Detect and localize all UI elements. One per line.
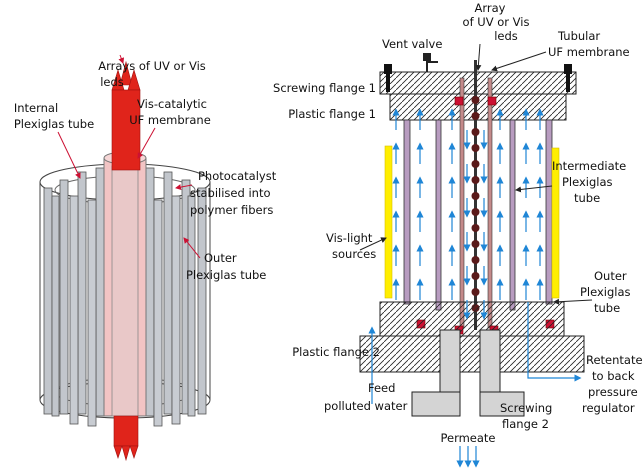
led-bead — [471, 240, 480, 248]
label-array-2: of UV or Vis — [463, 15, 530, 29]
label-outer-tube-1: Outer — [204, 251, 237, 265]
label-arrays-leds-1: Arrays of UV or Vis — [98, 59, 206, 73]
left-reactor-3d — [39, 60, 211, 462]
vent-valve[interactable] — [423, 53, 438, 72]
label-intermediate-1: Intermediate — [552, 159, 626, 173]
bolts-top — [384, 64, 572, 92]
label-outer-tube-2: Plexiglas tube — [186, 268, 266, 282]
label-outer-3: tube — [594, 301, 620, 315]
led-bead — [471, 112, 480, 120]
label-outer-1: Outer — [594, 269, 627, 283]
label-intermediate-2: Plexiglas — [562, 175, 613, 189]
led-arrays — [111, 60, 141, 462]
led-bead — [471, 96, 480, 104]
label-retentate-1: Retentate — [586, 353, 643, 367]
label-arrays-leds-2: leds — [100, 75, 124, 89]
photocatalyst-fiber-rods — [43, 167, 207, 417]
led-bead — [471, 224, 480, 232]
led-bead — [471, 144, 480, 152]
label-internal-tube-1: Internal — [14, 101, 58, 115]
led-bead — [471, 256, 480, 264]
label-screwing-flange-1: Screwing flange 1 — [273, 81, 376, 95]
label-permeate: Permeate — [440, 431, 495, 445]
front-rods — [69, 195, 181, 427]
internal-plexiglas-tube — [111, 165, 139, 417]
left-leader-arrows — [57, 54, 201, 259]
led-bead — [471, 176, 480, 184]
label-retentate-2: to back — [592, 369, 635, 383]
label-plastic-flange-2: Plastic flange 2 — [292, 345, 380, 359]
led-bead — [471, 288, 480, 296]
label-photocatalyst-2: stabilised into — [190, 186, 270, 200]
label-photocatalyst-1: Photocatalyst — [198, 169, 277, 183]
label-plastic-flange-1: Plastic flange 1 — [288, 107, 376, 121]
led-bead — [471, 208, 480, 216]
label-vis-light-2: sources — [332, 247, 376, 261]
label-retentate-3: pressure — [588, 385, 638, 399]
label-vent-valve: Vent valve — [382, 37, 442, 51]
label-screwing2-1: Screwing — [500, 401, 552, 415]
label-tubular-1: Tubular — [557, 29, 600, 43]
label-feed-2: polluted water — [324, 399, 408, 413]
label-feed-1: Feed — [368, 381, 395, 395]
led-bead — [471, 160, 480, 168]
screwing-flange-2 — [411, 329, 525, 417]
screwing-flange-1 — [379, 71, 577, 95]
label-intermediate-3: tube — [574, 191, 600, 205]
label-vis-light-1: Vis-light — [326, 231, 373, 245]
label-array-3: leds — [494, 29, 518, 43]
plastic-flange-2 — [379, 301, 565, 337]
label-internal-tube-2: Plexiglas tube — [14, 117, 94, 131]
right-reactor-section — [359, 53, 585, 417]
label-retentate-4: regulator — [582, 401, 635, 415]
label-screwing2-2: flange 2 — [502, 417, 549, 431]
retentate-outlet-arrow — [527, 302, 582, 382]
label-vis-membrane-2: UF membrane — [129, 113, 211, 127]
right-leader-arrows — [359, 43, 593, 305]
led-bead — [471, 192, 480, 200]
label-outer-2: Plexiglas — [580, 285, 631, 299]
label-photocatalyst-3: polymer fibers — [190, 203, 273, 217]
label-vis-membrane-1: Vis-catalytic — [137, 97, 207, 111]
bottom-base — [359, 335, 585, 373]
led-bead — [471, 128, 480, 136]
flow-arrows — [368, 108, 582, 468]
label-tubular-2: UF membrane — [548, 45, 630, 59]
label-array-1: Array — [475, 1, 506, 15]
vis-light-sources — [384, 145, 560, 299]
led-bead — [471, 272, 480, 280]
